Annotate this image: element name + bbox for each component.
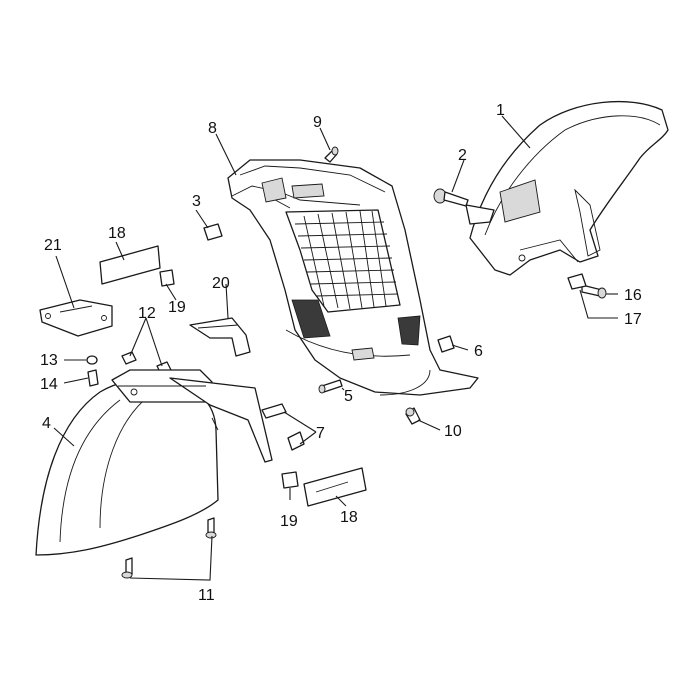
clips-7	[261, 403, 305, 451]
bracket-20	[189, 317, 251, 357]
washer-17	[567, 273, 587, 290]
plate-bracket-21	[39, 299, 113, 337]
part-number-18-bottom: 18	[340, 509, 358, 526]
inner-shield	[227, 159, 479, 396]
rear-mudguard	[469, 101, 669, 276]
screw-5	[318, 379, 343, 394]
part-number-11: 11	[198, 587, 215, 604]
part-number-1: 1	[496, 102, 505, 119]
bolt-16	[581, 284, 607, 299]
part-number-17: 17	[624, 311, 642, 328]
screw-9	[324, 146, 339, 163]
part-number-4: 4	[42, 415, 51, 432]
part-number-12: 12	[138, 305, 156, 322]
front-mudguard	[35, 369, 273, 556]
leader-lines	[53, 115, 618, 581]
part-number-9: 9	[313, 114, 322, 131]
screws-11	[121, 517, 217, 579]
part-number-5: 5	[344, 388, 353, 405]
part-number-2: 2	[458, 147, 467, 164]
screw-10	[405, 407, 421, 425]
part-number-21: 21	[44, 237, 62, 254]
clip-19-top	[159, 269, 175, 287]
clip-nut-3	[203, 223, 223, 241]
part-number-18-top: 18	[108, 225, 126, 242]
clip-19-bottom	[281, 471, 299, 489]
part-number-7: 7	[316, 425, 325, 442]
part-number-6: 6	[474, 343, 483, 360]
washer-13	[86, 355, 98, 365]
screw-14	[87, 369, 99, 387]
part-number-20: 20	[212, 275, 230, 292]
part-number-14: 14	[40, 376, 58, 393]
part-number-19-bottom: 19	[280, 513, 298, 530]
clip-nut-6	[437, 335, 455, 353]
grille-lines	[294, 210, 399, 310]
part-number-13: 13	[40, 352, 58, 369]
reflector-18-top	[99, 245, 161, 285]
part-number-10: 10	[444, 423, 462, 440]
part-number-19-top: 19	[168, 299, 186, 316]
part-number-labels: 1 2 3 4 5 6 7 8 9 10 11 12 13 14 16 17 1…	[40, 102, 642, 604]
screw-2	[433, 188, 495, 225]
reflector-18-bottom	[303, 467, 367, 507]
part-number-3: 3	[192, 193, 201, 210]
part-number-8: 8	[208, 120, 217, 137]
part-number-16: 16	[624, 287, 642, 304]
